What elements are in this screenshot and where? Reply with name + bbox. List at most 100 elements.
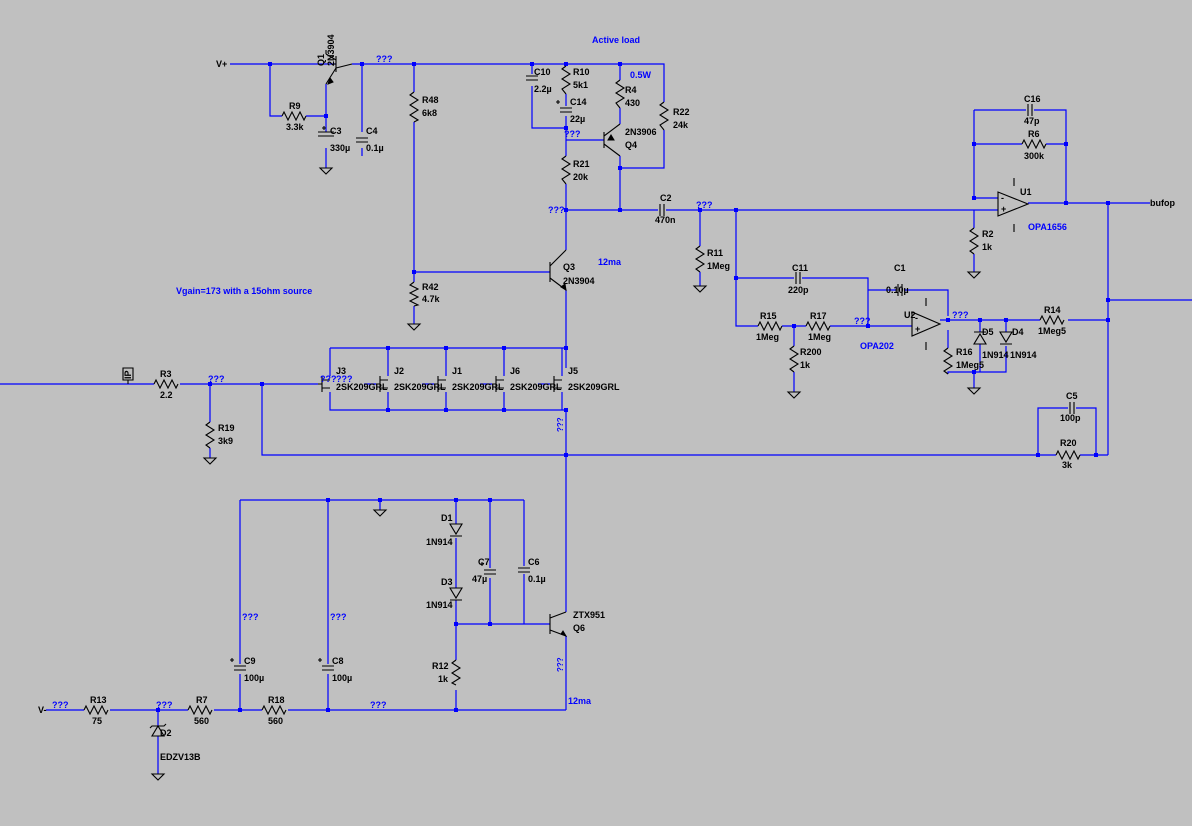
c6-ref-label: C6 <box>528 557 540 567</box>
r21-ref-label: R21 <box>573 159 590 169</box>
r9-value-label: 3.3k <box>286 122 305 132</box>
r4-ref-label: R4 <box>625 85 637 95</box>
port-vminus: V- <box>38 705 47 715</box>
diode-d4 <box>999 331 1013 345</box>
resistor-r11 <box>694 245 706 273</box>
note-ma-bottom: 12ma <box>568 696 592 706</box>
resistor-r20 <box>1055 449 1081 461</box>
r17-value-label: 1Meg <box>808 332 831 342</box>
resistor-r19 <box>204 421 216 449</box>
svg-text:+: + <box>915 324 920 334</box>
opamp-u2: - + <box>911 298 942 350</box>
r3-ref-label: R3 <box>160 369 172 379</box>
c1-value-label: 0.10µ <box>886 285 909 295</box>
r2-ref-label: R2 <box>982 229 994 239</box>
d2-value-label: EDZV13B <box>160 752 201 762</box>
ground-bias <box>372 509 388 517</box>
q4-value-label: 2N3906 <box>625 127 657 137</box>
r12-value-label: 1k <box>438 674 449 684</box>
d1-ref-label: D1 <box>441 513 453 523</box>
ground-c3 <box>318 167 334 175</box>
r18-ref-label: R18 <box>268 695 285 705</box>
j2-value-label: 2SK209GRL <box>394 382 446 392</box>
r9-ref-label: R9 <box>289 101 301 111</box>
r22-ref-label: R22 <box>673 107 690 117</box>
r15-ref-label: R15 <box>760 311 777 321</box>
resistor-r18 <box>261 704 287 716</box>
transistor-q4 <box>603 123 621 157</box>
j5-ref-label: J5 <box>568 366 578 376</box>
d3-value-label: 1N914 <box>426 600 453 610</box>
resistor-r10 <box>560 65 572 95</box>
net-label: ??? <box>548 205 565 215</box>
resistor-r17 <box>805 320 831 332</box>
r15-value-label: 1Meg <box>756 332 779 342</box>
diode-d1 <box>449 523 463 537</box>
c10-value-label: 2.2µ <box>534 84 552 94</box>
r16-value-label: 1Meg5 <box>956 360 984 370</box>
c7-value-label: 47µ <box>472 574 487 584</box>
d3-ref-label: D3 <box>441 577 453 587</box>
diode-d3 <box>449 587 463 601</box>
svg-text:-: - <box>1001 193 1004 203</box>
r14-value-label: 1Meg5 <box>1038 326 1066 336</box>
net-label: ??? <box>854 316 871 326</box>
port-ip: IP <box>123 370 133 379</box>
u1-ref-label: U1 <box>1020 187 1032 197</box>
c2-value-label: 470n <box>655 215 676 225</box>
j5-value-label: 2SK209GRL <box>568 382 620 392</box>
net-label: ??? <box>52 700 69 710</box>
q1-ref-label: Q1 <box>316 54 326 66</box>
c8-value-label: 100µ <box>332 673 352 683</box>
resistor-r16 <box>942 347 954 375</box>
q1-value-label: 2N3904 <box>326 34 336 66</box>
net-label: ??? <box>564 129 581 139</box>
capacitor-c16 <box>1027 104 1033 116</box>
resistor-r13 <box>83 704 109 716</box>
capacitor-c1 <box>897 284 903 296</box>
q4-ref-label: Q4 <box>625 140 637 150</box>
j3-ref-label: J3 <box>336 366 346 376</box>
resistor-r42 <box>408 281 420 307</box>
r20-ref-label: R20 <box>1060 438 1077 448</box>
resistor-r48 <box>408 91 420 123</box>
c16-value-label: 47p <box>1024 116 1040 126</box>
capacitor-c11 <box>795 272 801 284</box>
resistor-r200 <box>788 345 800 373</box>
c3-ref-label: C3 <box>330 126 342 136</box>
opamp-u1: - + <box>997 178 1030 232</box>
jfet-j6 <box>492 376 504 392</box>
r42-ref-label: R42 <box>422 282 439 292</box>
svg-text:-: - <box>915 313 918 323</box>
c5-value-label: 100p <box>1060 413 1081 423</box>
c10-ref-label: C10 <box>534 67 551 77</box>
u1-value-label: OPA1656 <box>1028 222 1067 232</box>
r19-ref-label: R19 <box>218 423 235 433</box>
component-symbols: - + - + <box>83 50 1081 781</box>
capacitor-c9 <box>230 658 246 671</box>
resistor-r3 <box>153 378 179 390</box>
r14-ref-label: R14 <box>1044 305 1061 315</box>
c16-ref-label: C16 <box>1024 94 1041 104</box>
diode-d5 <box>973 331 987 345</box>
r10-ref-label: R10 <box>573 67 590 77</box>
net-label: ??? <box>376 54 393 64</box>
capacitor-c14 <box>556 100 572 113</box>
net-label: ??? <box>952 310 969 320</box>
capacitor-c4 <box>356 137 368 143</box>
j6-value-label: 2SK209GRL <box>510 382 562 392</box>
resistor-r4 <box>614 79 626 109</box>
ground-r42 <box>406 323 422 331</box>
net-label: ??? <box>330 612 347 622</box>
j1-ref-label: J1 <box>452 366 462 376</box>
j2-ref-label: J2 <box>394 366 404 376</box>
d1-value-label: 1N914 <box>426 537 453 547</box>
capacitor-c2 <box>659 204 665 216</box>
component-labels: Q1 2N3904 R9 3.3k C3 330µ C4 0.1µ R48 6k… <box>90 34 1081 762</box>
c4-ref-label: C4 <box>366 126 378 136</box>
c5-ref-label: C5 <box>1066 391 1078 401</box>
r13-value-label: 75 <box>92 716 102 726</box>
r6-ref-label: R6 <box>1028 129 1040 139</box>
resistor-r12 <box>450 659 462 686</box>
r10-value-label: 5k1 <box>573 80 588 90</box>
